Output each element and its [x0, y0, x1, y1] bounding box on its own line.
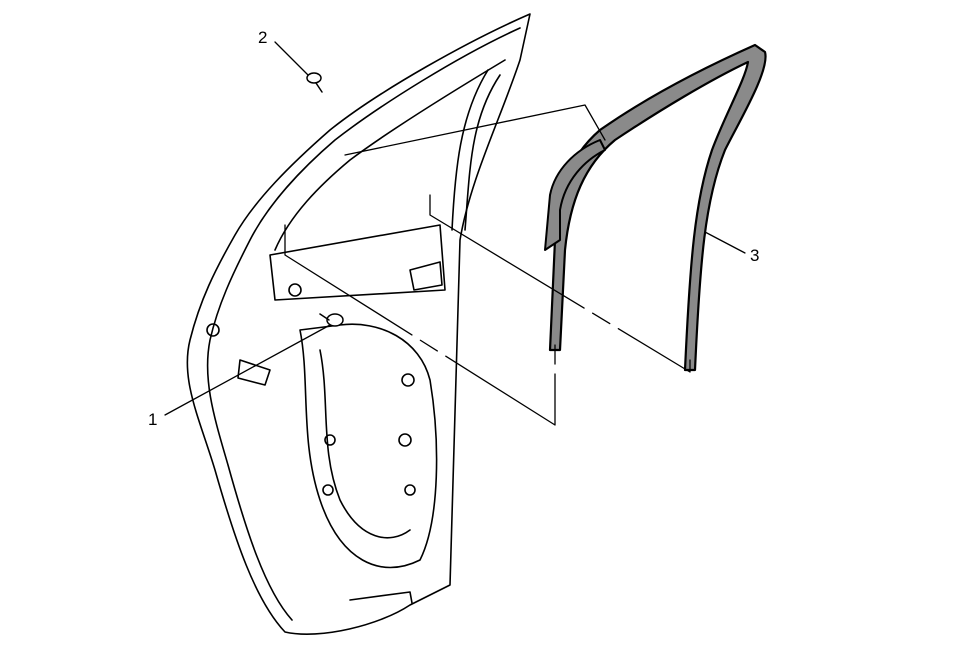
callout-3: 3	[750, 246, 760, 265]
fastener-2	[306, 72, 323, 93]
callout-2: 2	[258, 28, 268, 47]
door-panel	[186, 13, 531, 635]
window-channel	[544, 43, 767, 372]
leader-lines	[164, 41, 746, 426]
callout-1: 1	[148, 410, 158, 429]
fastener-1	[319, 313, 344, 327]
